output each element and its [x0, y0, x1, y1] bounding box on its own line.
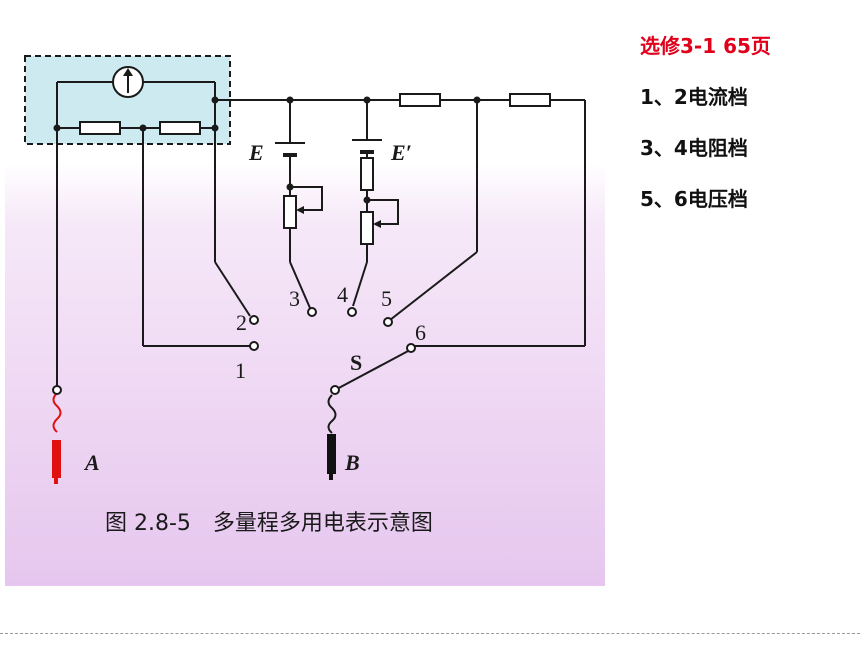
multimeter-schematic: E E′ S A B 1 2 3 4 5 6 图 2.8-5 多量程多用电表示意…	[5, 0, 605, 586]
switch-pivot	[330, 385, 340, 395]
lead-a-squiggle	[52, 392, 62, 433]
label-pos-1: 1	[235, 358, 246, 383]
figure-caption: 图 2.8-5 多量程多用电表示意图	[105, 511, 433, 536]
resistor-eprime	[360, 157, 374, 191]
junction-dot	[363, 96, 371, 104]
junction-dot	[211, 124, 219, 132]
rheostat-e	[283, 195, 297, 229]
junction-dot	[473, 96, 481, 104]
contact-4	[347, 307, 357, 317]
notes-panel: 选修3-1 65页 1、2电流档 3、4电阻档 5、6电压档	[640, 30, 771, 234]
junction-dot	[363, 196, 371, 204]
wire-to-5-diag	[389, 251, 478, 321]
wire-to-3-diag	[289, 261, 311, 309]
rheostat-eprime-wiper	[367, 199, 399, 225]
probe-a-body	[52, 440, 61, 478]
note-resistance-range: 3、4电阻档	[640, 136, 748, 160]
label-switch-s: S	[350, 350, 362, 375]
resistor-shunt-1	[79, 121, 121, 135]
notes-title: 选修3-1 65页	[640, 34, 771, 58]
lead-b-squiggle	[327, 394, 337, 434]
probe-b-body	[327, 434, 336, 474]
junction-dot	[286, 183, 294, 191]
label-pos-3: 3	[289, 286, 300, 311]
galvanometer-arrow-icon	[123, 68, 133, 76]
rheostat-e-wiper	[290, 186, 323, 211]
label-pos-4: 4	[337, 282, 348, 307]
resistor-volt-2	[509, 93, 551, 107]
label-pos-5: 5	[381, 286, 392, 311]
rheostat-e-arrow-icon	[296, 206, 304, 214]
probe-a-tip	[54, 476, 58, 484]
rheostat-eprime-arrow-icon	[373, 220, 381, 228]
label-probe-b: B	[344, 450, 360, 475]
note-voltage-range: 5、6电压档	[640, 187, 748, 211]
wire-to-2-diag	[214, 261, 251, 317]
probe-b-tip	[329, 472, 333, 480]
junction-dot	[139, 124, 147, 132]
junction-dot	[53, 124, 61, 132]
contact-2	[249, 315, 259, 325]
label-pos-6: 6	[415, 320, 426, 345]
contact-1	[249, 341, 259, 351]
switch-arm	[334, 349, 411, 391]
note-current-range: 1、2电流档	[640, 85, 748, 109]
junction-dot	[211, 96, 219, 104]
label-battery-e: E	[248, 140, 264, 165]
contact-5	[383, 317, 393, 327]
contact-3	[307, 307, 317, 317]
contact-6	[406, 343, 416, 353]
junction-dot	[286, 96, 294, 104]
label-probe-a: A	[83, 450, 100, 475]
rheostat-eprime	[360, 211, 374, 245]
resistor-volt-1	[399, 93, 441, 107]
label-pos-2: 2	[236, 310, 247, 335]
bottom-divider	[0, 633, 860, 634]
terminal-a	[52, 385, 62, 395]
resistor-shunt-2	[159, 121, 201, 135]
wire-to-4-diag	[352, 261, 368, 307]
label-battery-e-prime: E′	[390, 140, 412, 165]
